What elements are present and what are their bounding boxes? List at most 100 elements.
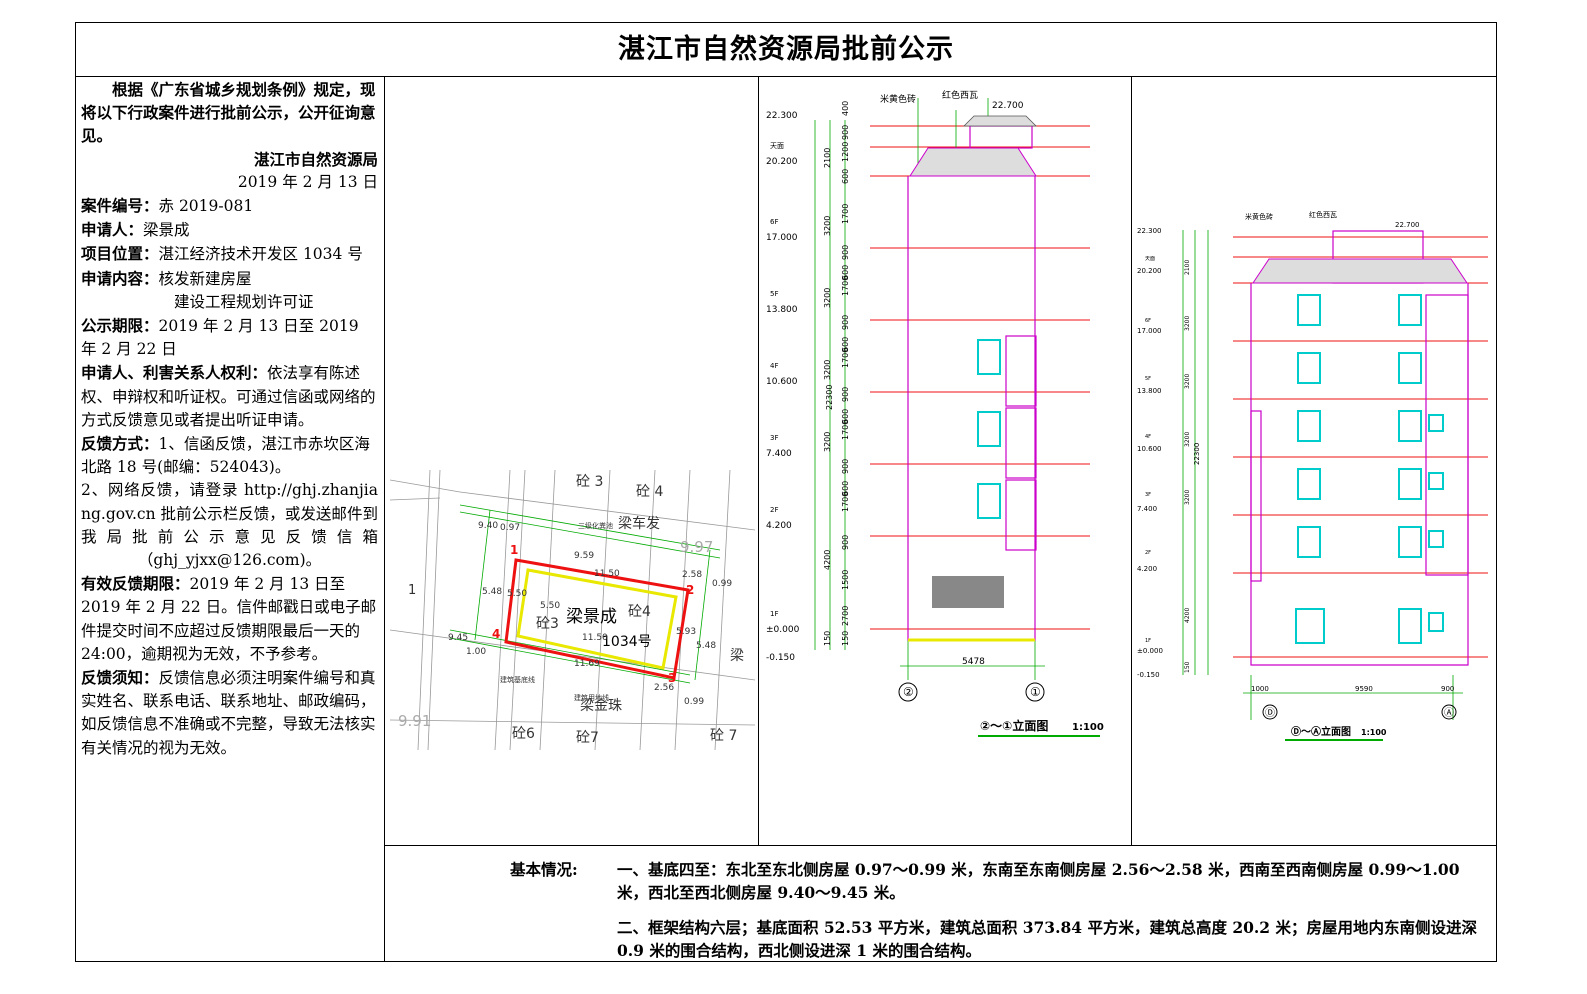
valid-period: 有效反馈期限：2019 年 2 月 13 日至 2019 年 2 月 22 日。… [81,572,378,666]
drawings-area [385,77,1497,846]
neighbor-label: 砼3 [536,616,559,632]
neighbor-label: 梁金珠 [580,698,622,714]
neighbor-label: 砼 7 [710,728,737,744]
dimension-label: 1.00 [466,647,486,657]
feedback-label: 反馈方式： [81,434,159,454]
dimension-label: 1000 [1251,685,1269,693]
case-number-value: 赤 2019-081 [158,197,254,216]
level-label: 22.300 [1137,227,1162,235]
notice-issuer: 湛江市自然资源局 [253,149,378,169]
level-label: 17.000 [766,233,798,243]
rights: 申请人、利害关系人权利：依法享有陈述权、申辩权和听证权。可通过信函或网络的方式反… [81,361,378,432]
applicant-value: 梁景成 [143,221,190,240]
height-dimension: 1700 [841,276,850,296]
dimension-label: 5.50 [507,589,527,599]
material-label: 红色西瓦 [942,89,978,101]
basic-info-label: 基本情况: [510,860,578,879]
corner-label: 2 [686,583,694,597]
dimension-label: 5.93 [676,627,696,637]
neighbor-label: 梁车发 [618,515,660,532]
rights-value: 依法享有陈述权、申辩权和听证权。可通过信函或网络的方式反馈意见或者提出听证申请。 [81,364,376,429]
site-plan: 砼 3 砼 4 梁车发 砼4 砼3 梁金珠 砼6 砼7 砼 7 梁 梁景成 10… [390,470,755,750]
feedback-email: （ghj_yjxx@126.com)。 [137,551,322,570]
level-label: 17.000 [1137,327,1162,335]
height-dimension: 900 [841,459,850,474]
axis-label: ① [1030,685,1041,699]
elevation-2-1: 米黄色砖 红色西瓦 22.700 5478 ② ① ②～①立面图 1:100 2… [766,89,1104,737]
segment-dimension: 3200 [823,216,832,236]
feedback-notes: 反馈须知：反馈信息必须注明案件编号和真实姓名、联系电话、联系地址、邮政编码，如反… [81,666,378,760]
neighbor-label: 梁 [730,648,744,664]
segment-dimension: 2100 [823,148,832,168]
notice-intro: 根据《广东省城乡规划条例》规定，现将以下行政案件进行批前公示，公开征询意见。 [81,80,376,146]
dimension-label: 900 [1441,685,1454,693]
floor-label: 4F [770,362,778,370]
period-label: 公示期限： [81,316,159,336]
neighbor-label: 砼4 [628,604,651,620]
dimension-label: 11.69 [574,659,600,669]
neighbor-label: 砼 4 [636,484,663,500]
dimension-label: 11.50 [594,569,620,579]
elevation-scale: 1:100 [1072,722,1104,733]
valid-label: 有效反馈期限： [81,574,190,594]
total-height-label: 22300 [1193,443,1201,465]
level-label: 22.300 [766,111,798,121]
height-dimension: 1200 [841,142,850,162]
content-line1: 核发新建房屋 [158,269,252,288]
dimension-label: 5.48 [482,587,502,597]
material-label: 红色西瓦 [1309,210,1337,219]
floor-label: 6F [770,218,778,226]
height-dimension: 1700 [841,348,850,368]
height-dimension: 2700 [841,606,850,626]
owner-label: 梁景成 [566,607,617,627]
floor-label: 5F [1145,376,1151,382]
elevation-caption: Ⓓ～Ⓐ立面图 [1291,725,1351,738]
notice-frame [75,22,1497,962]
level-label: 13.800 [1137,387,1162,395]
period-value: 2019 年 2 月 13 日至 2019 年 2 月 22 日 [81,317,359,359]
page-title: 湛江市自然资源局批前公示 [75,22,1497,77]
corner-label: 4 [492,627,500,641]
drawing-divider-1 [758,77,759,846]
height-dimension: 900 [841,245,850,260]
land-line-label: 建筑用地线 [574,693,609,702]
axis-label: Ⓐ [1444,707,1454,719]
septic-tank-label: 三级化粪池 [578,521,613,530]
applicant: 申请人：梁景成 [81,218,378,242]
dimension-label: 5.48 [696,641,716,651]
application-content: 申请内容：核发新建房屋 [81,267,378,291]
dimension-label: 9.59 [574,551,594,561]
applicant-label: 申请人： [81,220,144,240]
floor-label: 天面 [770,142,784,150]
address-label: 1034号 [602,634,652,650]
dimension-label: 5.50 [540,601,560,611]
level-label: 10.600 [1137,445,1162,453]
dimension-label: 9.97 [680,538,713,556]
segment-dimension: 4200 [823,550,832,570]
basic-info-p1: 一、基底四至：东北至东北侧房屋 0.97～0.99 米，东南至东南侧房屋 2.5… [617,860,1460,902]
dimension-label: 9.45 [448,633,468,643]
material-label: 米黄色砖 [880,93,916,105]
floor-label: 天面 [1145,256,1155,262]
level-label: 10.600 [766,377,798,387]
corner-label: 3 [668,671,676,685]
floor-label: 6F [1145,318,1151,324]
floor-label: 3F [770,434,778,442]
notice-period: 公示期限：2019 年 2 月 13 日至 2019 年 2 月 22 日 [81,314,378,361]
location-value: 湛江经济技术开发区 1034 号 [158,245,363,264]
floor-label: 1F [1145,638,1151,644]
segment-dimension: 2100 [1184,260,1191,275]
dimension-label: 11.50 [582,633,608,643]
height-dimension: 150 [841,631,850,646]
dimension-label: 1 [408,583,416,598]
height-dimension: 400 [841,101,850,116]
width-label: 5478 [962,657,985,667]
notes-label: 反馈须知： [81,668,159,688]
case-number-label: 案件编号： [81,196,159,216]
level-label: 13.800 [766,305,798,315]
feedback-method: 反馈方式：1、信函反馈，湛江市赤坎区海北路 18 号(邮编：524043)。 [81,432,378,479]
basic-info-p2: 二、框架结构六层；基底面积 52.53 平方米，建筑总面积 373.84 平方米… [617,918,1477,960]
top-level-label: 22.700 [1395,221,1420,229]
level-label: -0.150 [766,653,795,663]
building-base-line-label: 建筑基底线 [500,675,535,684]
